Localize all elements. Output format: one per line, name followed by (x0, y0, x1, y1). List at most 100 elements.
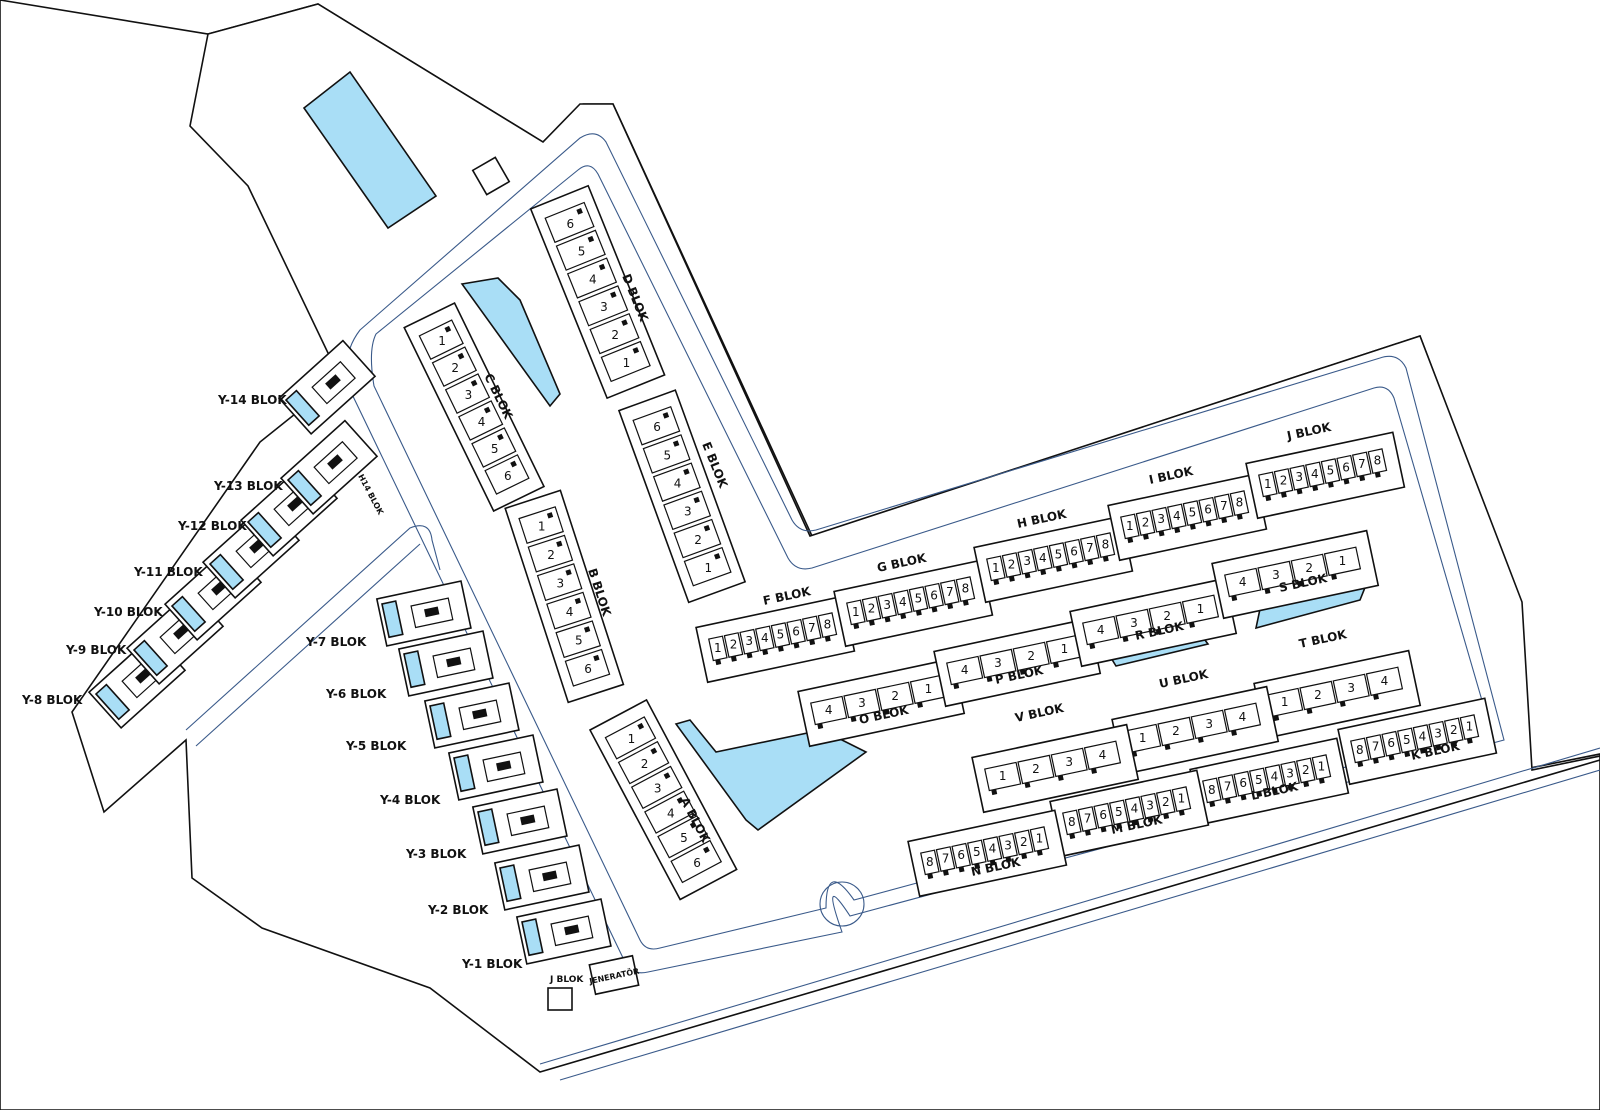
unit-cell[interactable] (1412, 724, 1433, 751)
unit-cell[interactable] (1381, 730, 1402, 757)
villa-7[interactable] (375, 580, 472, 647)
unit-cell[interactable] (1082, 615, 1120, 646)
unit-cell[interactable] (1157, 716, 1195, 747)
unit-cell[interactable] (1332, 673, 1370, 704)
unit-cell[interactable] (1223, 702, 1262, 733)
unit-cell[interactable] (1124, 796, 1145, 823)
villa-1[interactable] (515, 898, 612, 965)
stair-marker (817, 723, 824, 730)
unit-cell[interactable] (817, 612, 838, 639)
unit-cell[interactable] (471, 427, 517, 468)
unit-cell[interactable] (1079, 535, 1100, 562)
unit-cell[interactable] (708, 635, 728, 662)
unit-cell[interactable] (1351, 451, 1372, 478)
stair-marker (917, 701, 923, 708)
unit-cell[interactable] (843, 688, 881, 719)
unit-cell[interactable] (920, 849, 940, 876)
unit-cell[interactable] (1166, 503, 1187, 530)
unit-cell[interactable] (1233, 770, 1254, 797)
unit-cell[interactable] (1323, 546, 1362, 577)
unit-cell[interactable] (846, 599, 866, 626)
villa-14[interactable] (277, 339, 377, 436)
unit-cell[interactable] (955, 576, 976, 603)
villa-3[interactable] (471, 788, 568, 855)
unit-cell[interactable] (1093, 802, 1114, 829)
unit-cell[interactable] (984, 761, 1022, 792)
unit-cell[interactable] (1396, 727, 1417, 754)
unit-cell[interactable] (1365, 666, 1404, 697)
unit-cell[interactable] (1115, 608, 1153, 639)
unit-cell[interactable] (1012, 641, 1050, 672)
unit-cell[interactable] (1248, 767, 1269, 794)
villa-13[interactable] (279, 419, 379, 516)
stair-marker (693, 496, 700, 504)
unit-cell[interactable] (484, 454, 530, 495)
villa-5[interactable] (423, 682, 520, 749)
unit-cell[interactable] (1190, 709, 1228, 740)
unit-cell[interactable] (1299, 680, 1337, 711)
unit-cell[interactable] (979, 648, 1017, 679)
unit-cell[interactable] (1295, 757, 1316, 784)
unit-cell[interactable] (457, 400, 504, 441)
unit-cell[interactable] (908, 586, 929, 613)
unit-cell[interactable] (1459, 714, 1480, 741)
unit-cell[interactable] (1013, 829, 1034, 856)
unit-cell[interactable] (770, 622, 791, 649)
unit-cell[interactable] (939, 579, 960, 606)
unit-cell[interactable] (1443, 717, 1464, 744)
unit-cell[interactable] (431, 346, 478, 387)
unit-cell[interactable] (877, 592, 898, 619)
unit-cell[interactable] (1182, 500, 1203, 527)
unit-cell[interactable] (1290, 553, 1328, 584)
unit-cell[interactable] (1264, 764, 1285, 791)
unit-cell[interactable] (1311, 754, 1332, 781)
unit-cell[interactable] (1224, 567, 1262, 598)
unit-cell[interactable] (982, 836, 1003, 863)
unit-cell[interactable] (1050, 747, 1088, 778)
unit-cell[interactable] (1083, 740, 1122, 771)
unit-cell[interactable] (1258, 471, 1278, 498)
unit-cell[interactable] (444, 373, 491, 414)
unit-cell[interactable] (1171, 786, 1192, 813)
villa-2[interactable] (493, 844, 590, 911)
unit-cell[interactable] (801, 615, 822, 642)
unit-cell[interactable] (1029, 826, 1050, 853)
unit-cell[interactable] (1229, 490, 1250, 517)
unit-cell[interactable] (1108, 799, 1129, 826)
stair-marker (510, 460, 517, 468)
unit-cell[interactable] (946, 655, 984, 686)
unit-cell[interactable] (418, 319, 464, 361)
unit-cell[interactable] (986, 555, 1006, 582)
unit-cell[interactable] (966, 839, 987, 866)
stair-marker (1205, 520, 1212, 527)
unit-cell[interactable] (1367, 448, 1388, 475)
unit-cell[interactable] (739, 628, 760, 655)
unit-cell[interactable] (1032, 545, 1053, 572)
unit-cell[interactable] (1017, 548, 1038, 575)
unit-cell[interactable] (892, 589, 913, 616)
unit-cell[interactable] (1181, 594, 1220, 625)
unit-cell[interactable] (1304, 461, 1325, 488)
unit-cell[interactable] (951, 842, 972, 869)
unit-cell[interactable] (1017, 754, 1055, 785)
unit-cell[interactable] (1151, 506, 1172, 533)
unit-cell[interactable] (1320, 458, 1341, 485)
stair-marker (1339, 701, 1346, 707)
unit-number: 3 (1295, 470, 1303, 484)
unit-cell[interactable] (1289, 464, 1310, 491)
label-y2: Y-2 BLOK (427, 903, 489, 917)
unit-cell[interactable] (810, 695, 848, 726)
unit-cell[interactable] (1257, 560, 1295, 591)
villa-6[interactable] (397, 630, 494, 697)
unit-cell[interactable] (1048, 542, 1069, 569)
label-y8: Y-8 BLOK (21, 693, 83, 707)
unit-cell[interactable] (754, 625, 775, 652)
unit-cell[interactable] (876, 681, 914, 712)
unit-cell[interactable] (1213, 493, 1234, 520)
unit-cell[interactable] (1155, 789, 1176, 816)
unit-cell[interactable] (1148, 601, 1186, 632)
unit-cell[interactable] (1336, 454, 1356, 481)
villa-4[interactable] (447, 734, 544, 801)
unit-cell[interactable] (1095, 532, 1116, 559)
unit-cell[interactable] (1273, 468, 1294, 494)
